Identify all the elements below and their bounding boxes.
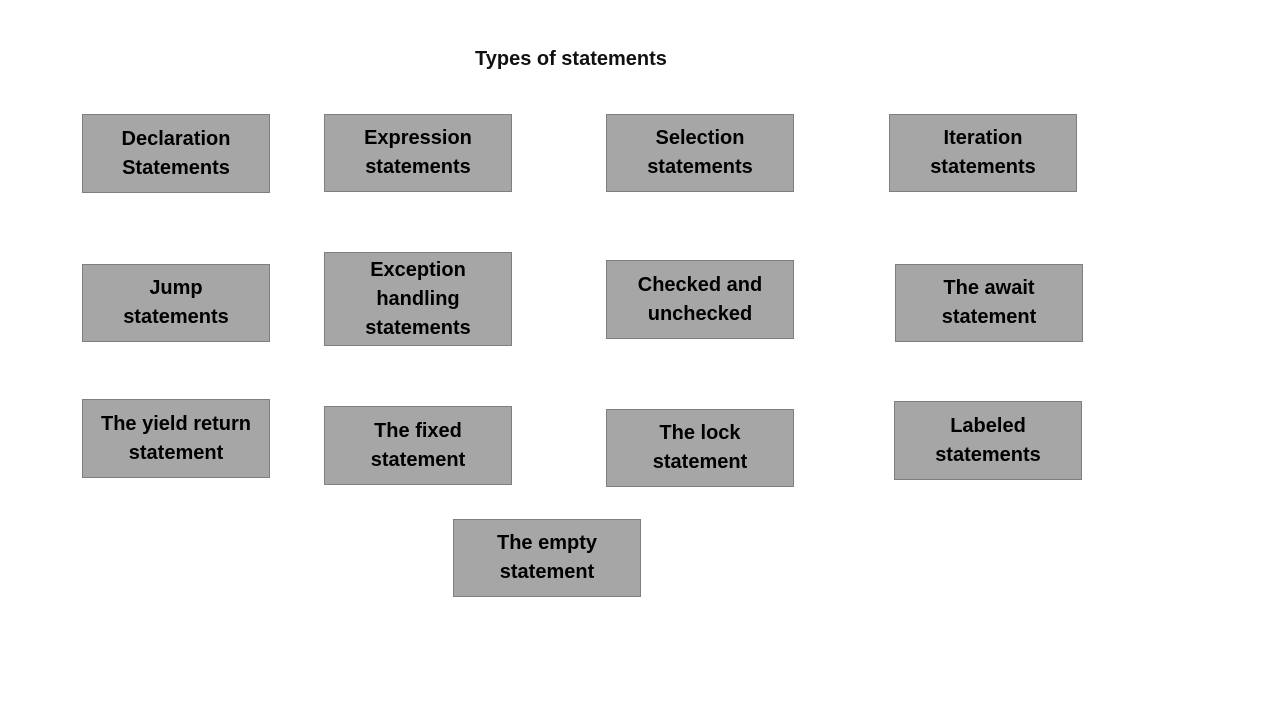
box-label: The fixed statement (370, 419, 466, 471)
box-label: Iteration statements (930, 127, 1036, 178)
box-label: The yield return statement (100, 412, 252, 464)
box-iteration-statements: Iteration statements (889, 114, 1077, 192)
box-fixed-statement: The fixed statement (324, 406, 512, 485)
box-label: Exception handling statements (365, 258, 471, 339)
box-label: Jump statements (123, 277, 229, 328)
diagram-title: Types of statements (475, 48, 667, 70)
box-jump-statements: Jump statements (82, 264, 270, 342)
box-yield-return-statement: The yield return statement (82, 399, 270, 478)
box-label: The await statement (941, 277, 1037, 328)
box-label: The lock statement (652, 422, 748, 473)
box-selection-statements: Selection statements (606, 114, 794, 192)
box-await-statement: The await statement (895, 264, 1083, 342)
box-expression-statements: Expression statements (324, 114, 512, 192)
box-empty-statement: The empty statement (453, 519, 641, 597)
box-label: Selection statements (647, 127, 753, 178)
box-lock-statement: The lock statement (606, 409, 794, 487)
box-label: Declaration Statements (121, 127, 231, 179)
box-label: The empty statement (496, 532, 598, 583)
box-label: Expression statements (364, 127, 472, 178)
box-labeled-statements: Labeled statements (894, 401, 1082, 480)
box-checked-and-unchecked: Checked and unchecked (606, 260, 794, 339)
box-declaration-statements: Declaration Statements (82, 114, 270, 193)
box-label: Checked and unchecked (637, 273, 763, 325)
box-exception-handling-statements: Exception handling statements (324, 252, 512, 346)
box-label: Labeled statements (935, 414, 1041, 466)
